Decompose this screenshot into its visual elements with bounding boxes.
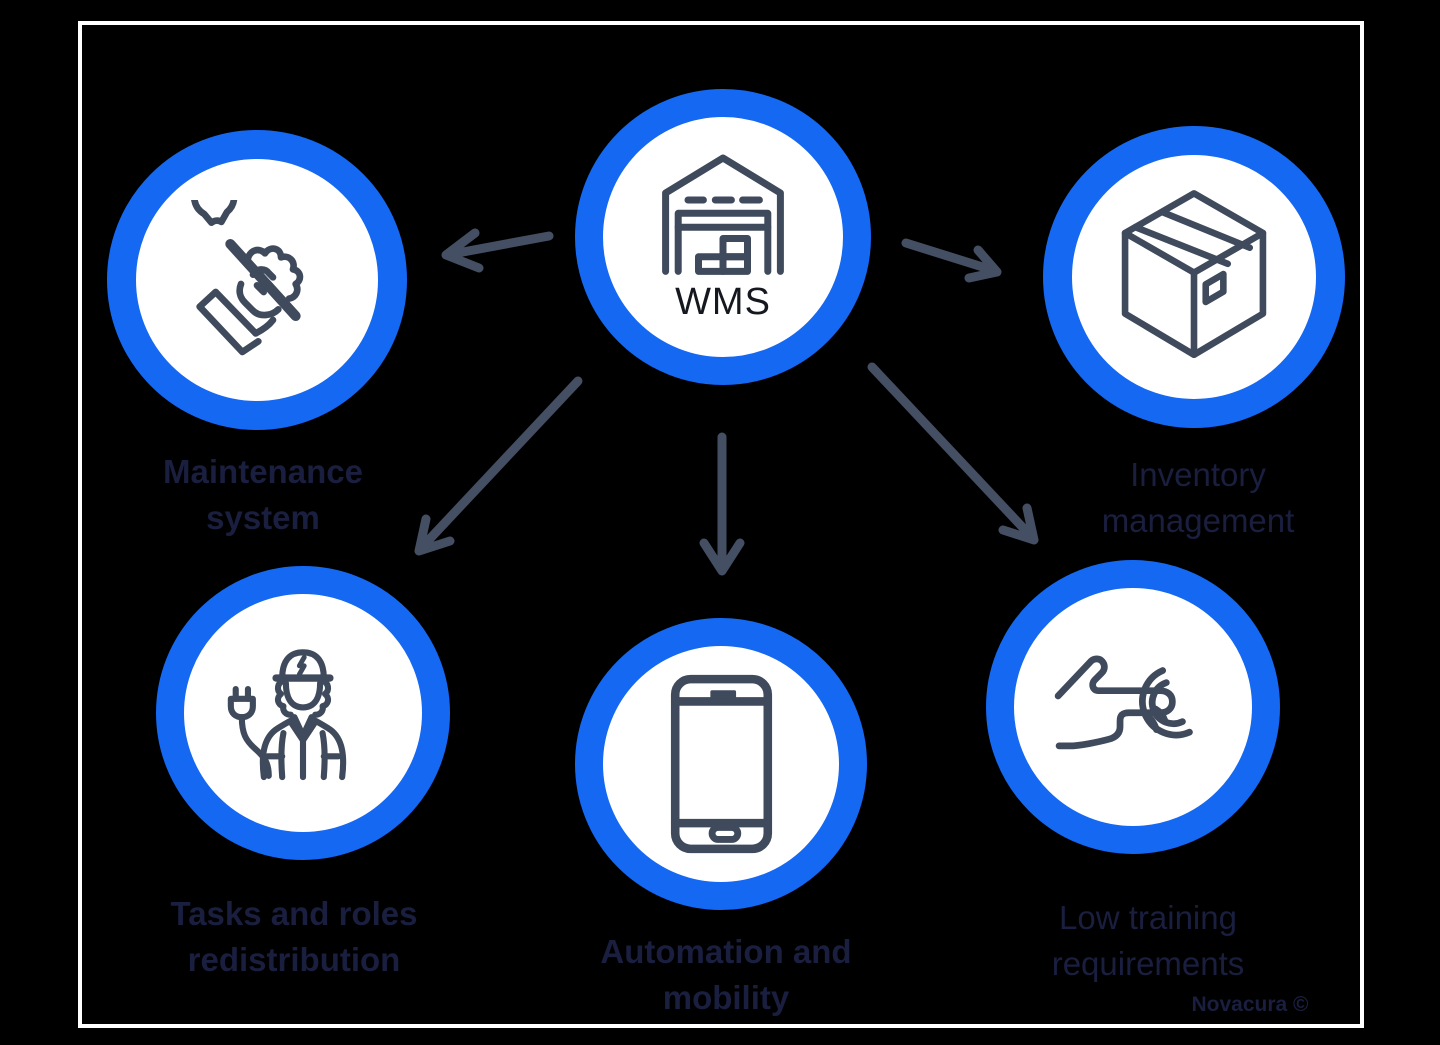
label-inventory: Inventory management <box>1101 456 1295 539</box>
label-automation: Automation and mobility <box>600 933 852 1016</box>
wms-label: WMS <box>675 280 771 323</box>
tap-gesture-icon <box>1054 655 1193 749</box>
node-maintenance <box>107 130 407 430</box>
outer-frame <box>78 21 1364 1028</box>
node-wms: WMS <box>575 89 871 385</box>
node-inventory <box>1043 126 1345 428</box>
package-box-icon <box>1121 190 1267 359</box>
worker-icon <box>227 648 347 780</box>
smartphone-icon <box>670 674 772 854</box>
node-training <box>986 560 1280 854</box>
label-tasks: Tasks and roles redistribution <box>170 895 418 978</box>
node-automation <box>575 618 867 910</box>
watermark: Novacura © <box>1191 993 1309 1016</box>
warehouse-icon <box>662 154 784 275</box>
wrench-hand-icon <box>191 200 304 356</box>
label-training: Low training requirements <box>1051 899 1245 982</box>
label-maintenance: Maintenance system <box>163 453 363 536</box>
node-tasks <box>156 566 450 860</box>
